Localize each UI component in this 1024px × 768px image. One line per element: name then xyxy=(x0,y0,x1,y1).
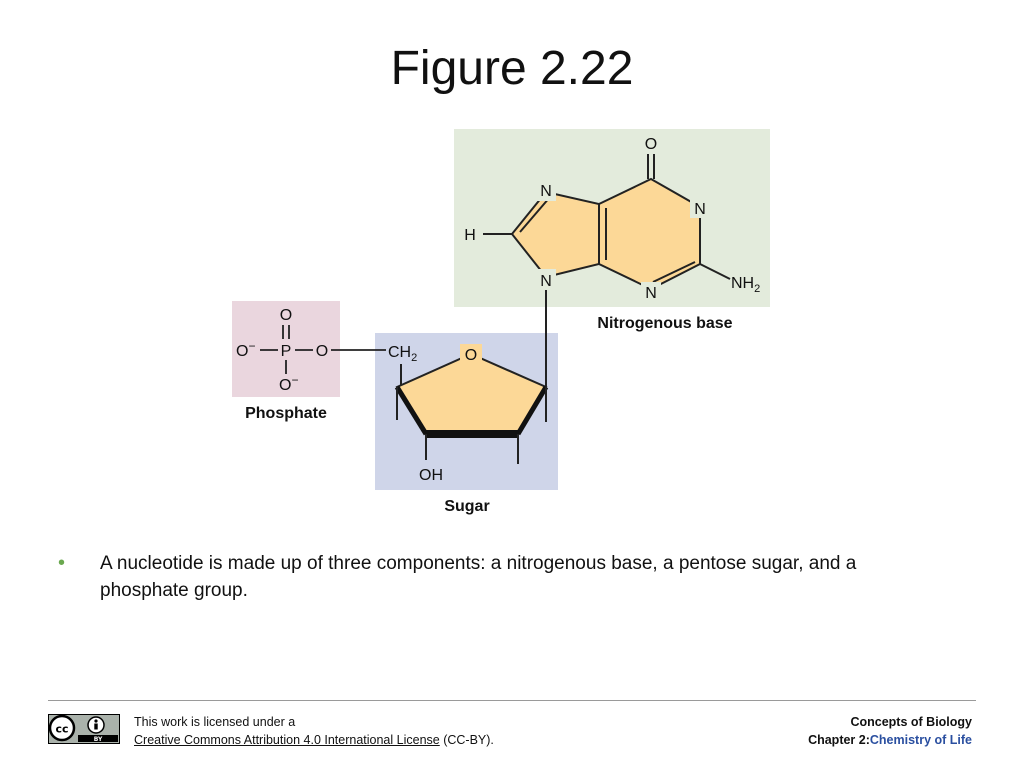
cc-text: cc xyxy=(55,723,68,736)
chapter-line: Chapter 2:Chemistry of Life xyxy=(808,731,972,749)
atom-oh: OH xyxy=(419,467,443,484)
page-title: Figure 2.22 xyxy=(390,42,634,95)
atom-p: P xyxy=(281,343,292,360)
license-link[interactable]: Creative Commons Attribution 4.0 Interna… xyxy=(134,733,440,747)
chapter-prefix: Chapter 2: xyxy=(808,733,870,747)
book-title: Concepts of Biology xyxy=(850,715,972,729)
phosphate-panel xyxy=(232,301,340,397)
atom-h: H xyxy=(464,227,476,244)
label-nitrogenous-base: Nitrogenous base xyxy=(597,315,732,332)
footer-divider xyxy=(48,700,976,701)
label-phosphate: Phosphate xyxy=(245,405,327,422)
atom-n3: N xyxy=(645,285,657,302)
cc-by-license-icon[interactable]: cc BY xyxy=(48,714,120,749)
label-sugar: Sugar xyxy=(444,498,489,515)
nucleotide-diagram: O N N N N H NH2 Nitrogenous base Phospha… xyxy=(220,124,780,524)
atom-o-top: O xyxy=(280,307,292,324)
chapter-name: Chemistry of Life xyxy=(869,733,972,747)
license-line2: Creative Commons Attribution 4.0 Interna… xyxy=(134,731,494,749)
bullet-marker: • xyxy=(58,552,66,574)
atom-n9: N xyxy=(540,273,552,290)
license-suffix: (CC-BY). xyxy=(439,733,494,747)
by-text: BY xyxy=(94,736,103,743)
atom-nh2: NH2 xyxy=(731,275,760,295)
atom-o-carbonyl: O xyxy=(645,136,657,153)
license-notice: This work is licensed under a Creative C… xyxy=(134,713,494,749)
license-line1: This work is licensed under a xyxy=(134,715,296,729)
atom-o-left: O− xyxy=(236,339,255,360)
atom-o-ring: O xyxy=(465,347,477,364)
atom-o-bottom: O− xyxy=(279,373,298,394)
atom-n1: N xyxy=(694,201,706,218)
atom-o-ester: O xyxy=(316,343,328,360)
atom-ch2: CH2 xyxy=(388,344,417,364)
book-info: Concepts of Biology Chapter 2:Chemistry … xyxy=(808,713,972,749)
atom-n7: N xyxy=(540,183,552,200)
bullet-text: A nucleotide is made up of three compone… xyxy=(100,553,857,601)
